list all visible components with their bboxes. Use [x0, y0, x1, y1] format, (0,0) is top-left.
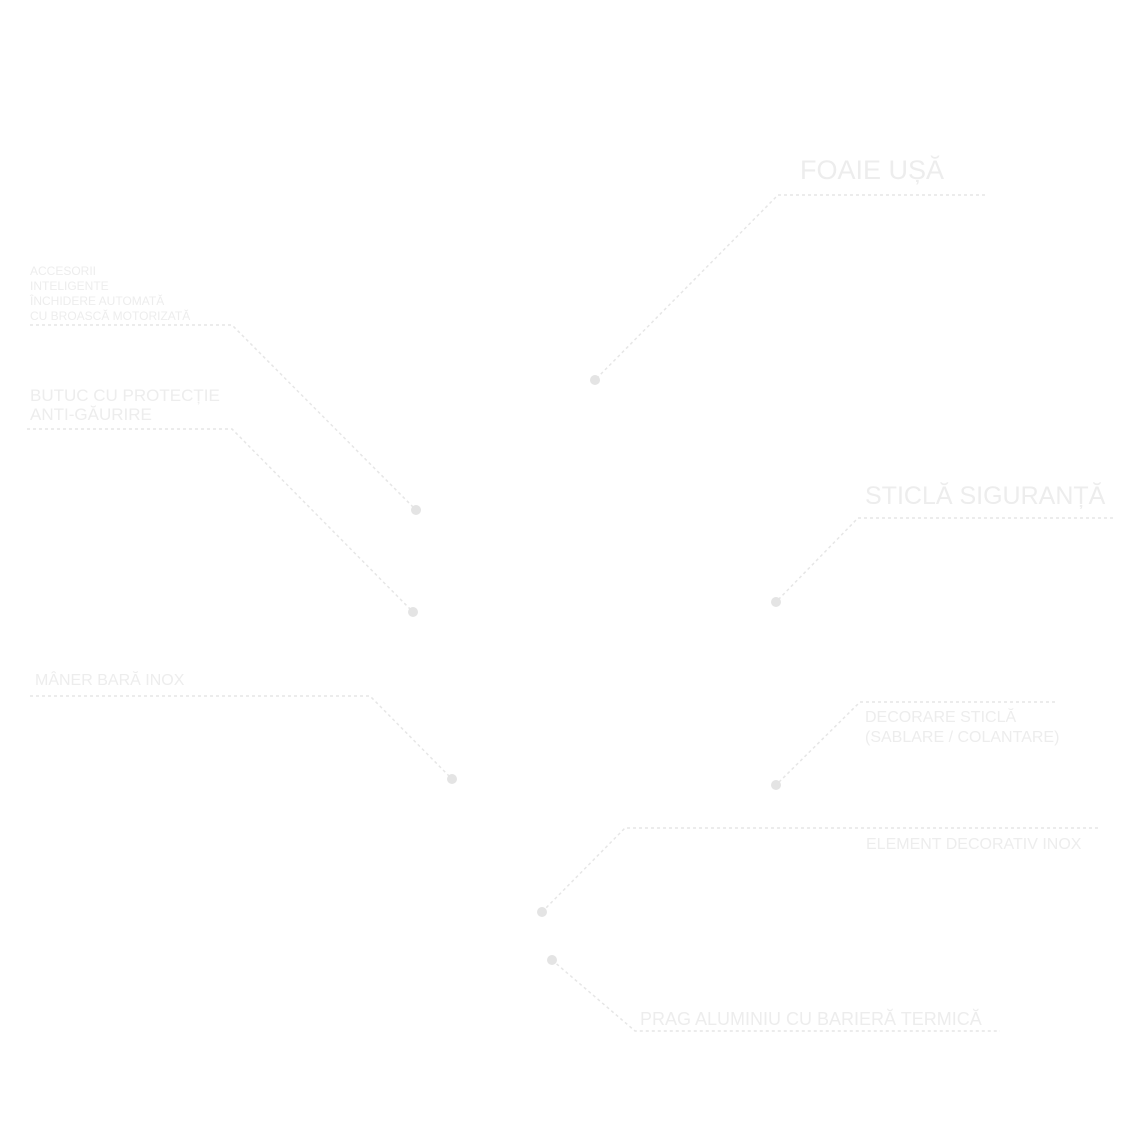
hotspot-dot-sticla[interactable] — [771, 597, 781, 607]
label-line: ACCESORII — [30, 264, 97, 278]
hotspot-dot-prag[interactable] — [547, 955, 557, 965]
label-line: CU BROASCĂ MOTORIZATĂ — [30, 309, 191, 323]
label-line: ELEMENT DECORATIV INOX — [866, 836, 1082, 853]
leader-prag — [551, 959, 1000, 1032]
label-line: BUTUC CU PROTECȚIE — [30, 386, 220, 405]
label-line: INTELIGENTE — [30, 279, 109, 293]
hotspot-dot-accesorii[interactable] — [411, 505, 421, 515]
label-line: (SABLARE / COLANTARE) — [865, 729, 1060, 746]
label-maner: MÂNER BARĂ INOX — [35, 672, 184, 690]
label-sticla: STICLĂ SIGURANȚĂ — [865, 482, 1105, 511]
leader-sticla — [775, 517, 1113, 603]
label-butuc: BUTUC CU PROTECȚIE ANTI-GĂURIRE — [30, 386, 220, 424]
label-line: ANTI-GĂURIRE — [30, 405, 152, 424]
label-prag: PRAG ALUMINIU CU BARIERĂ TERMICĂ — [640, 1009, 982, 1030]
label-line: ÎNCHIDERE AUTOMATĂ — [30, 294, 165, 308]
label-line: DECORARE STICLĂ — [865, 709, 1017, 726]
label-line: FOAIE UȘĂ — [800, 155, 945, 185]
hotspot-dot-butuc[interactable] — [408, 607, 418, 617]
label-line: MÂNER BARĂ INOX — [35, 672, 185, 689]
leader-element — [541, 827, 1098, 913]
leader-decorare — [775, 701, 1055, 786]
leader-butuc — [27, 428, 414, 613]
leader-accesorii — [30, 324, 417, 511]
label-accesorii: ACCESORII INTELIGENTE ÎNCHIDERE AUTOMATĂ… — [30, 264, 190, 324]
label-foaie-usa: FOAIE UȘĂ — [800, 155, 944, 186]
leader-foaie — [594, 194, 985, 381]
label-line: STICLĂ SIGURANȚĂ — [865, 482, 1106, 510]
label-decorare: DECORARE STICLĂ (SABLARE / COLANTARE) — [865, 708, 1059, 748]
hotspot-dot-decorare[interactable] — [771, 780, 781, 790]
leader-maner — [30, 695, 453, 780]
hotspot-dot-element[interactable] — [537, 907, 547, 917]
hotspot-dot-maner[interactable] — [447, 774, 457, 784]
label-line: PRAG ALUMINIU CU BARIERĂ TERMICĂ — [640, 1009, 982, 1029]
hotspot-dot-foaie[interactable] — [590, 375, 600, 385]
label-element: ELEMENT DECORATIV INOX — [866, 836, 1081, 854]
